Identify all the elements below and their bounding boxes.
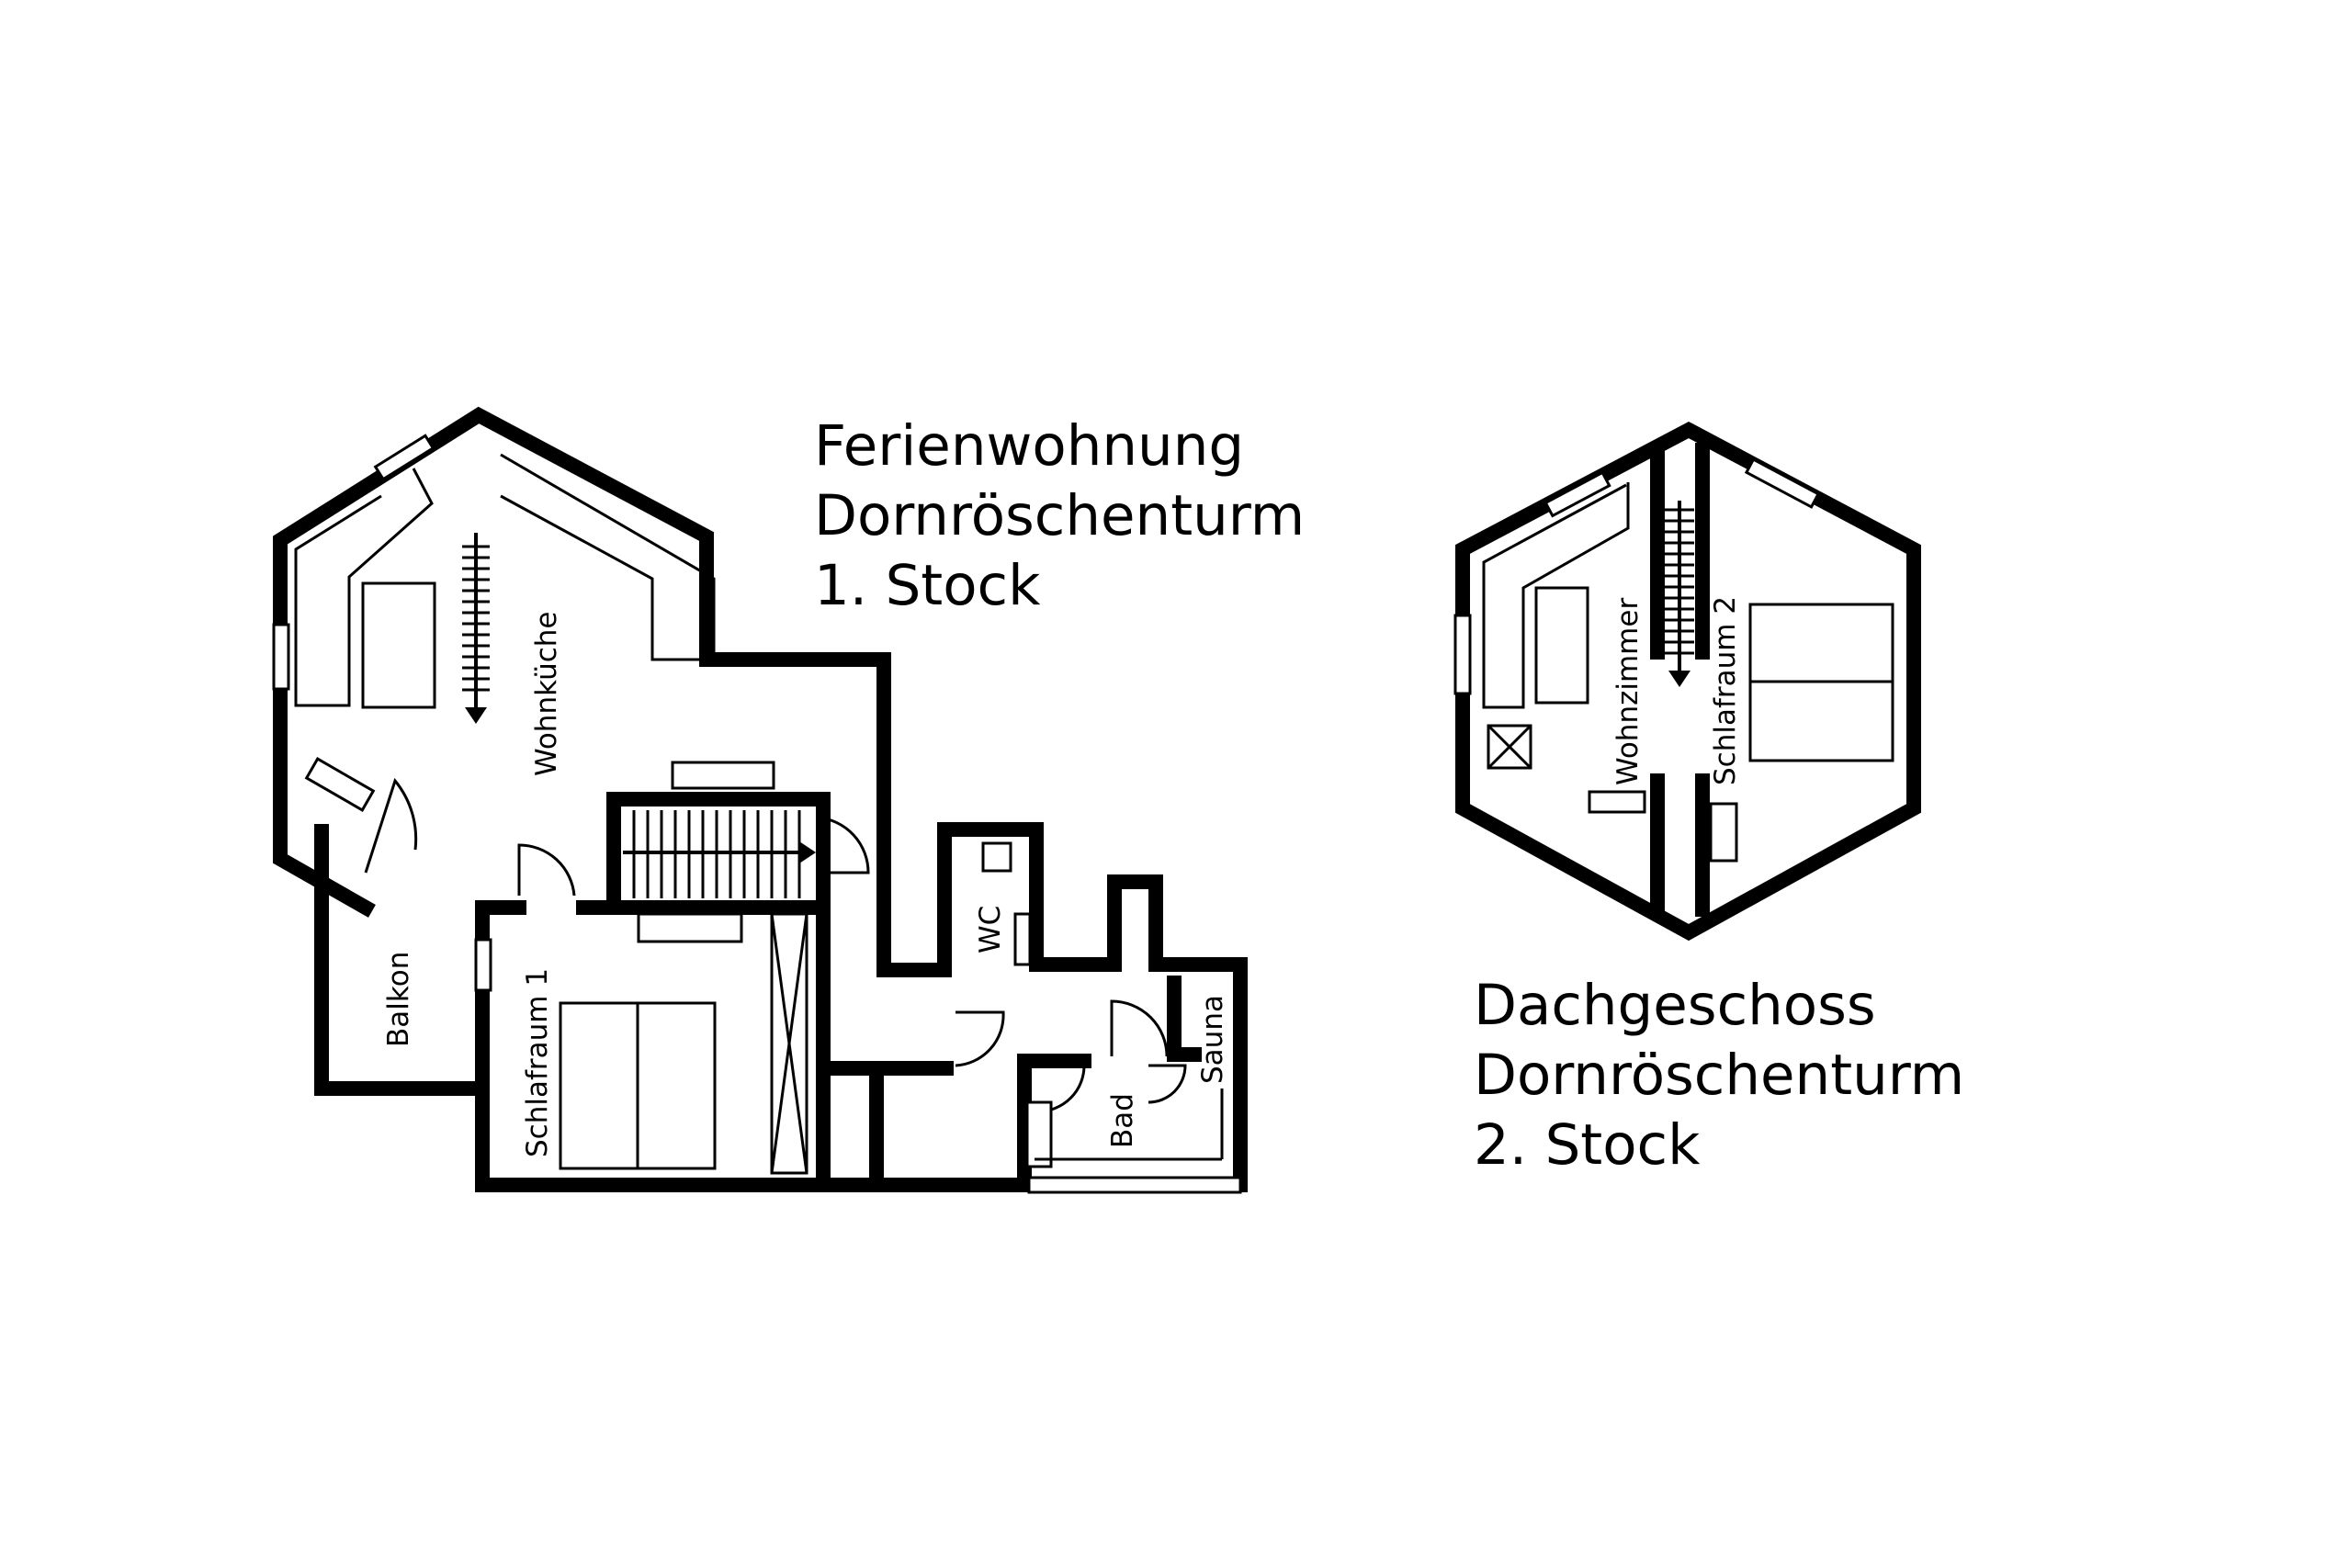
floor2-title-line: 2. Stock bbox=[1474, 1112, 1701, 1178]
chimney-box bbox=[1487, 724, 1532, 770]
door bbox=[1148, 1064, 1187, 1104]
room-label-schlafraum1: Schlafraum 1 bbox=[521, 968, 554, 1157]
sofa bbox=[1534, 586, 1589, 705]
bathtub bbox=[1025, 1100, 1053, 1168]
bad-wall bbox=[1017, 1054, 1091, 1179]
room-label-wc: WC bbox=[974, 906, 1007, 953]
shelf bbox=[1588, 790, 1646, 814]
nightstand bbox=[1709, 802, 1738, 863]
window bbox=[474, 938, 492, 992]
room-label-sauna: Sauna bbox=[1196, 995, 1229, 1084]
floor1-title-line: Dornröschenturm bbox=[814, 483, 1306, 548]
window bbox=[1744, 457, 1821, 509]
floor1-title: Ferienwohnung Dornröschenturm 1. Stock bbox=[814, 412, 1305, 621]
living-counter bbox=[1482, 482, 1630, 709]
floor2-title-line: Dachgeschoss bbox=[1474, 973, 1876, 1038]
floor1-plan: Wohnküche Balkon Schlafraum 1 WC Bad Sau… bbox=[272, 406, 1248, 1194]
kitchen-counter bbox=[500, 453, 716, 661]
door bbox=[816, 816, 870, 874]
floor1-outer-wall bbox=[273, 406, 952, 977]
balkon-wall bbox=[314, 824, 490, 1096]
room-label-bad: Bad bbox=[1106, 1093, 1139, 1148]
window bbox=[1453, 614, 1472, 695]
dining-table bbox=[361, 581, 436, 709]
window bbox=[373, 434, 435, 481]
kitchen-counter bbox=[294, 468, 434, 707]
stair-central bbox=[623, 761, 816, 898]
floor2-title: Dachgeschoss Dornröschenturm 2. Stock bbox=[1474, 971, 1964, 1180]
fireplace bbox=[304, 757, 376, 812]
wardrobe bbox=[770, 912, 808, 1175]
room-label-schlafraum2: Schlafraum 2 bbox=[1709, 596, 1742, 785]
door bbox=[955, 1010, 1005, 1067]
wc-wall bbox=[937, 822, 1044, 972]
window bbox=[272, 623, 290, 691]
door bbox=[1110, 999, 1169, 1057]
toilet bbox=[981, 841, 1012, 873]
floor2-plan: Wohnzimmer Schlafraum 2 bbox=[1453, 421, 1921, 942]
door bbox=[517, 843, 576, 897]
room-label-wohnkueche: Wohnküche bbox=[530, 611, 563, 776]
stair-floor1 bbox=[462, 533, 490, 724]
room-label-wohnzimmer: Wohnzimmer bbox=[1611, 598, 1645, 785]
window bbox=[1544, 470, 1611, 518]
floor1-title-line: 1. Stock bbox=[814, 553, 1041, 618]
floor1-south-wall bbox=[475, 874, 1248, 1192]
stair-floor2 bbox=[1665, 501, 1694, 687]
floor2-title-line: Dornröschenturm bbox=[1474, 1043, 1965, 1108]
floor2-outer-wall bbox=[1455, 421, 1921, 942]
window bbox=[1027, 1176, 1242, 1194]
room-label-balkon: Balkon bbox=[382, 952, 415, 1047]
sink bbox=[1013, 912, 1032, 966]
floor1-title-line: Ferienwohnung bbox=[814, 413, 1245, 479]
desk bbox=[637, 912, 743, 943]
door bbox=[364, 777, 418, 874]
schlafraum1-north-wall-2 bbox=[576, 792, 831, 915]
